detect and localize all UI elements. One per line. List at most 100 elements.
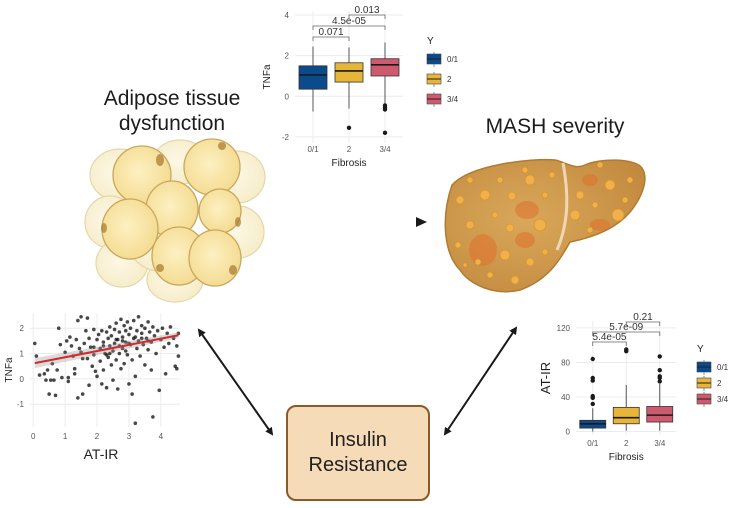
y-tick-label: 0 — [285, 92, 290, 101]
scatter-point — [176, 331, 181, 336]
x-tick-label: 0 — [31, 432, 36, 441]
scatter-point — [139, 323, 144, 328]
scatter-point — [68, 335, 72, 339]
adipose-tissue-dysfunction-label: Adipose tissue dysfunction — [72, 86, 272, 136]
scatter-point — [47, 392, 51, 396]
scatter-point — [123, 328, 128, 333]
scatter-point — [139, 336, 144, 341]
comparison-bracket — [625, 321, 661, 326]
scatter-point — [114, 337, 118, 342]
y-tick-label: -2 — [282, 133, 290, 142]
y-tick-label: 120 — [557, 324, 571, 333]
scatter-point — [60, 375, 64, 380]
y-tick-label: 1 — [20, 350, 25, 359]
scatter-point — [77, 346, 82, 351]
y-tick-label: 2 — [285, 52, 290, 61]
scatter-point — [176, 354, 181, 358]
outlier-point — [657, 374, 662, 379]
scatter-point — [53, 393, 58, 398]
scatter-point — [34, 354, 39, 358]
scatter-point — [64, 339, 69, 343]
scatter-point — [58, 342, 63, 347]
scatter-point — [120, 346, 125, 351]
scatter-point — [37, 373, 42, 377]
scatter-point — [48, 378, 53, 382]
scatter-point — [95, 374, 99, 379]
x-tick-label: 4 — [159, 432, 164, 441]
scatter-point — [133, 374, 138, 379]
scatter-point — [127, 382, 131, 386]
arrow-scatter-ir-bidirectional — [197, 328, 274, 436]
arrow-adipose-to-mash-head — [416, 217, 427, 227]
scatter-point — [72, 366, 77, 371]
scatter-point — [42, 372, 47, 376]
scatter-point — [117, 351, 122, 356]
scatter-point — [125, 320, 130, 324]
scatter-point — [76, 318, 80, 323]
scatter-point — [122, 361, 126, 366]
scatter-point — [92, 353, 96, 357]
scatter-point — [136, 315, 141, 319]
legend-label: 3/4 — [447, 95, 459, 104]
scatter-point — [111, 378, 115, 382]
scatter-point — [63, 350, 67, 355]
adipose-cells-illustration — [84, 138, 266, 303]
legend-label: 2 — [447, 75, 452, 84]
arrow-ir-atir-bidirectional — [443, 326, 518, 436]
scatter-point — [106, 336, 110, 341]
scatter-point — [175, 366, 179, 371]
scatter-point — [111, 349, 115, 353]
scatter-point — [107, 344, 112, 348]
y-tick-label: 0 — [566, 428, 571, 437]
legend-label: 0/1 — [717, 363, 729, 372]
scatter-point — [162, 345, 166, 350]
x-tick-label: 0/1 — [307, 145, 319, 154]
scatter-point — [104, 385, 109, 390]
p-value-label: 4.5e-05 — [332, 16, 366, 27]
scatter-point — [82, 341, 87, 346]
scatter-point — [119, 366, 123, 371]
scatter-point — [139, 331, 144, 336]
scatter-point — [88, 345, 93, 350]
scatter-point — [56, 326, 61, 331]
scatter-point — [104, 330, 109, 334]
scatter-point — [32, 341, 37, 346]
comparison-bracket — [592, 331, 661, 336]
scatter-point — [155, 328, 160, 333]
regression-line — [34, 334, 179, 365]
mash-severity-label: MASH severity — [485, 115, 625, 138]
box-2 — [334, 62, 364, 83]
box-0/1 — [298, 65, 328, 90]
scatter-point — [167, 341, 171, 346]
scatter-point — [160, 326, 165, 331]
scatter-point — [104, 353, 109, 357]
scatter-point — [96, 332, 101, 337]
scatter-point — [123, 340, 128, 344]
scatter-point — [95, 337, 99, 342]
y-tick-label: 4 — [285, 11, 290, 20]
y-tick-label: 2 — [20, 324, 25, 333]
scatter-point — [115, 387, 120, 391]
x-axis-label: Fibrosis — [609, 452, 644, 463]
p-value-label: 0.071 — [318, 27, 343, 38]
y-tick-label: 0 — [20, 375, 25, 384]
x-tick-label: 1 — [63, 432, 68, 441]
scatter-point — [141, 342, 146, 347]
legend-title: Y — [697, 344, 704, 355]
scatter-point — [79, 315, 83, 319]
scatter-point — [55, 368, 59, 372]
scatter-point — [109, 334, 114, 338]
scatter-point — [157, 388, 162, 393]
x-tick-label: 0/1 — [587, 439, 599, 448]
outlier-point — [590, 356, 595, 362]
scatter-point — [136, 339, 141, 343]
comparison-bracket — [348, 14, 386, 19]
scatter-point — [135, 328, 139, 333]
y-axis-label: AT-IR — [538, 362, 553, 394]
scatter-point — [109, 363, 114, 367]
outlier-point — [590, 401, 595, 407]
scatter-point — [85, 316, 90, 320]
x-tick-label: 2 — [347, 145, 352, 154]
